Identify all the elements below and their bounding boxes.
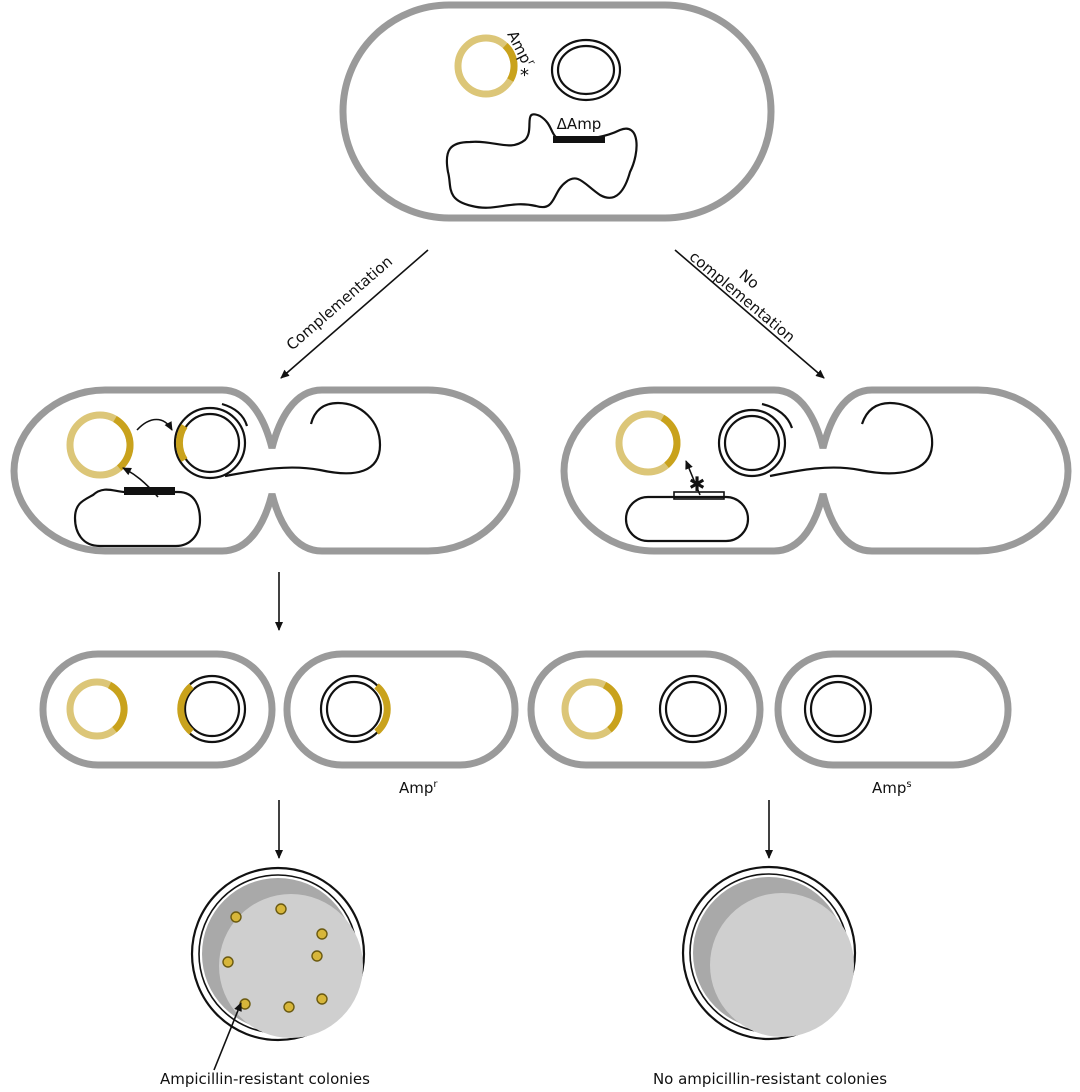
- colony: [283, 1001, 295, 1013]
- delta-amp-locus: [553, 136, 605, 143]
- colony: [230, 911, 242, 923]
- right-target-plasmid-outer: [717, 408, 787, 478]
- helper-plasmid: [454, 34, 518, 98]
- left-transfer-arrow-top: [136, 418, 173, 431]
- delta-amp-label: ΔAmp: [557, 115, 602, 133]
- left-petri-dish: [190, 866, 366, 1042]
- colony: [316, 928, 328, 940]
- colony-group: [222, 903, 328, 1013]
- right-petri-dish: [681, 865, 857, 1041]
- right-deleted-amp-locus: [673, 491, 725, 500]
- right-plate-caption: No ampicillin-resistant colonies: [653, 1070, 887, 1088]
- right-target-plasmid-inner: [723, 414, 781, 472]
- chromosome: [445, 113, 638, 209]
- ampr-result-label: Ampr: [399, 779, 438, 797]
- left-replicating-strand: [221, 402, 249, 427]
- right-dividing-cell: ✱: [560, 386, 1072, 555]
- left-target-plasmid-inner: [179, 412, 241, 474]
- colony: [222, 956, 234, 968]
- right-daughter-cell-2: [774, 650, 1012, 769]
- right-chromosome-segment: [624, 495, 750, 543]
- no-complementation-arrow: [674, 249, 825, 379]
- left-target-plasmid-outer: [173, 406, 247, 480]
- no-complementation-label: No complementation: [686, 247, 799, 346]
- left-daughter-dna: [224, 401, 382, 478]
- left-daughter-cell-1: [39, 650, 276, 769]
- complementation-arrow: [280, 249, 429, 379]
- target-plasmid: [550, 38, 622, 102]
- colony: [311, 950, 323, 962]
- left-dividing-cell-wall: [10, 386, 521, 555]
- amp-mutation-star: *: [520, 65, 529, 86]
- left-dividing-cell: [10, 386, 521, 555]
- parent-cell: Ampr * ΔAmp: [339, 1, 775, 222]
- complementation-label: Complementation: [283, 252, 396, 354]
- amp-gene-segment: [502, 43, 518, 82]
- left-target-amp-segment: [175, 424, 188, 462]
- right-replicating-strand: [761, 402, 794, 429]
- left-daughter-cell-2: [283, 650, 519, 769]
- amps-result-label: Amps: [872, 779, 912, 797]
- colony: [275, 903, 287, 915]
- right-dividing-cell-wall: [560, 386, 1072, 555]
- right-daughter-cell-1: [527, 650, 764, 769]
- blocked-transfer-mark: ✱: [689, 472, 706, 496]
- blocked-transfer-arrow: [685, 460, 701, 496]
- svg-text:complementation: complementation: [686, 247, 799, 346]
- right-daughter-dna: [769, 401, 934, 478]
- left-helper-amp-segment: [113, 415, 134, 471]
- colony-pointer-arrow: [213, 1002, 242, 1071]
- parent-cell-wall: [339, 1, 775, 222]
- left-plate-caption: Ampicillin-resistant colonies: [160, 1070, 370, 1088]
- colony: [316, 993, 328, 1005]
- left-amp-gene-bar: [124, 487, 175, 495]
- left-chromosome-segment: [73, 488, 202, 548]
- colony: [239, 998, 251, 1010]
- right-helper-amp-segment: [660, 414, 681, 468]
